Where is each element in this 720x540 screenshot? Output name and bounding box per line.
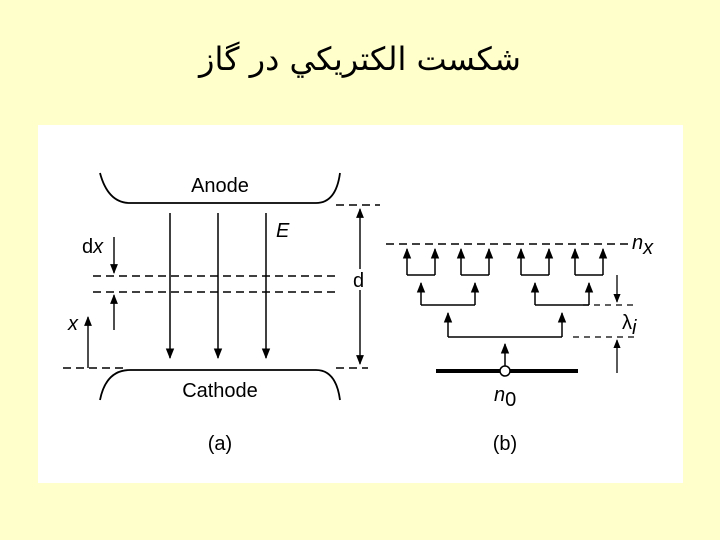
breakdown-figure: Anode Cathode E dx x d (a)	[63, 172, 654, 455]
caption-a: (a)	[208, 433, 232, 455]
anode-electrode	[99, 172, 341, 204]
field-label: E	[276, 220, 290, 242]
caption-b: (b)	[493, 433, 517, 455]
diagram-a: Anode Cathode E dx x d (a)	[63, 172, 380, 455]
diagram-b: nx λi n0 (b)	[386, 232, 654, 455]
gap-label: d	[353, 270, 364, 292]
lambda-label: λi	[622, 312, 637, 339]
seed-electron	[499, 365, 511, 377]
nx-label: nx	[632, 232, 654, 259]
cathode-electrode	[99, 369, 341, 401]
n0-label: n0	[494, 384, 516, 411]
dx-label: dx	[82, 236, 104, 258]
cathode-label: Cathode	[182, 380, 258, 402]
x-label: x	[67, 313, 79, 335]
slide-title: شکست الكتريكي در گاز	[199, 40, 521, 78]
figure-panel: Anode Cathode E dx x d (a)	[38, 125, 683, 483]
anode-label: Anode	[191, 175, 249, 197]
